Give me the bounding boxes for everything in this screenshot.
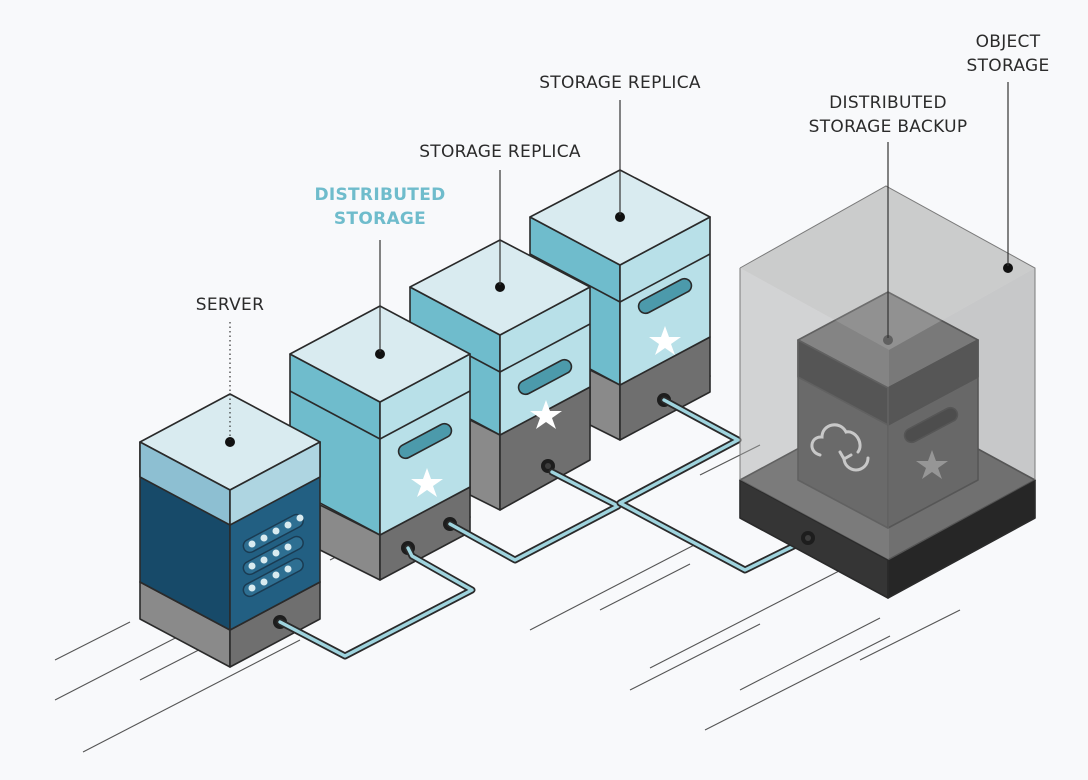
backup-box: [739, 291, 1036, 599]
star-icon: [411, 468, 443, 497]
star-icon: [530, 400, 562, 429]
label-object-storage: OBJECT STORAGE: [966, 32, 1050, 76]
star-icon: [916, 450, 948, 479]
label-distributed-storage: DISTRIBUTED STORAGE: [314, 185, 446, 229]
star-icon: [649, 326, 681, 355]
label-storage-replica-2: STORAGE REPLICA: [539, 73, 701, 93]
label-distributed-storage-backup: DISTRIBUTED STORAGE BACKUP: [808, 93, 968, 137]
label-server: SERVER: [195, 295, 265, 315]
label-storage-replica-1: STORAGE REPLICA: [419, 142, 581, 162]
leader-lines: [229, 82, 1009, 440]
cables: [276, 396, 814, 660]
cloud-sync-icon: [810, 423, 870, 472]
distributed-storage-box: [289, 305, 471, 581]
